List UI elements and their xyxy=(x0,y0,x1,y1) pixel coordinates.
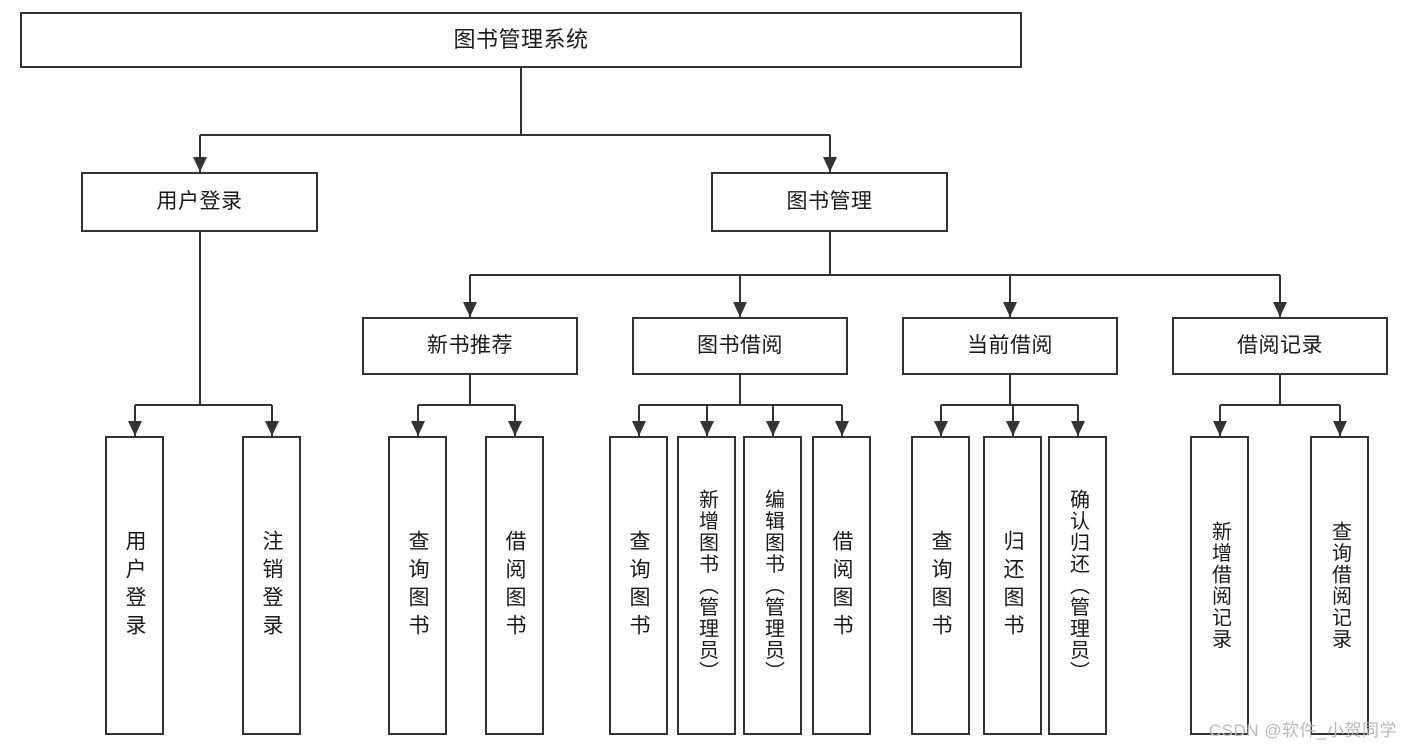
connector-level3-2-to-leaf-1 xyxy=(1011,405,1014,436)
node-leaf-3[interactable]: 借阅图书 xyxy=(485,436,544,735)
node-level2-1-label: 图书管理 xyxy=(786,190,873,214)
connector-level3-3-stem xyxy=(1279,375,1281,405)
node-level3-1-label: 图书借阅 xyxy=(697,334,783,358)
arrowhead-login-to-leaf-1 xyxy=(264,421,279,436)
node-level3-3[interactable]: 借阅记录 xyxy=(1172,317,1388,375)
connector-root-to-level2-1 xyxy=(828,135,831,172)
connector-books-to-level3-0 xyxy=(469,275,471,317)
arrowhead-level3-2-to-leaf-2 xyxy=(1070,421,1085,436)
node-root-label: 图书管理系统 xyxy=(453,26,589,52)
node-root[interactable]: 图书管理系统 xyxy=(20,12,1022,68)
connector-level3-2-to-leaf-0 xyxy=(939,405,942,436)
node-level3-2-label: 当前借阅 xyxy=(967,334,1053,358)
arrowhead-books-to-level3-2 xyxy=(1003,302,1017,317)
connector-level3-2-stem xyxy=(1009,375,1011,405)
connector-level3-0-stem xyxy=(469,375,471,405)
node-leaf-8-label: 查询图书 xyxy=(929,529,952,642)
node-leaf-9-label: 归还图书 xyxy=(1001,529,1024,642)
arrowhead-level3-1-to-leaf-0 xyxy=(631,421,646,436)
connector-root-bus xyxy=(199,134,830,136)
connector-level3-1-to-leaf-0 xyxy=(637,405,640,436)
arrowhead-level3-3-to-leaf-0 xyxy=(1212,421,1227,436)
connector-level3-0-to-leaf-0 xyxy=(416,405,419,436)
connector-level3-1-stem xyxy=(739,375,741,405)
node-leaf-2[interactable]: 查询图书 xyxy=(388,436,447,735)
node-leaf-9[interactable]: 归还图书 xyxy=(983,436,1042,735)
arrowhead-books-to-level3-3 xyxy=(1273,302,1287,317)
arrowhead-books-to-level3-1 xyxy=(733,302,747,317)
arrowhead-level3-0-to-leaf-0 xyxy=(410,421,425,436)
connector-level3-1-to-leaf-1 xyxy=(705,405,708,436)
connector-level3-3-to-leaf-0 xyxy=(1218,405,1221,436)
connector-level3-2-to-leaf-2 xyxy=(1076,405,1079,436)
node-leaf-10-label: 确认归还（管理员） xyxy=(1066,488,1089,683)
connector-level3-2-bus xyxy=(940,404,1078,406)
connector-login-to-leaf-0 xyxy=(133,405,136,436)
connector-level3-1-bus xyxy=(638,404,842,406)
arrowhead-level3-0-to-leaf-1 xyxy=(507,421,522,436)
arrowhead-level3-1-to-leaf-1 xyxy=(699,421,714,436)
connector-level3-1-to-leaf-2 xyxy=(771,405,774,436)
node-leaf-1-label: 注销登录 xyxy=(260,529,283,642)
node-leaf-0[interactable]: 用户登录 xyxy=(105,436,164,735)
node-level3-3-label: 借阅记录 xyxy=(1237,334,1323,358)
connector-level3-1-to-leaf-3 xyxy=(840,405,843,436)
node-level3-0-label: 新书推荐 xyxy=(427,334,513,358)
node-leaf-2-label: 查询图书 xyxy=(406,529,429,642)
connector-books-stem xyxy=(828,232,831,275)
node-level2-0[interactable]: 用户登录 xyxy=(81,172,318,232)
connector-level3-0-bus xyxy=(417,404,515,406)
node-leaf-5-label: 新增图书（管理员） xyxy=(695,488,718,683)
node-leaf-5[interactable]: 新增图书（管理员） xyxy=(677,436,736,735)
node-level3-1[interactable]: 图书借阅 xyxy=(632,317,848,375)
connector-level3-3-to-leaf-1 xyxy=(1338,405,1341,436)
node-leaf-12-label: 查询借阅记录 xyxy=(1328,521,1351,650)
connector-login-stem xyxy=(198,232,201,405)
watermark-text: CSDN @软件_小贺同学 xyxy=(1208,721,1397,740)
node-leaf-12[interactable]: 查询借阅记录 xyxy=(1310,436,1369,735)
node-leaf-3-label: 借阅图书 xyxy=(503,529,526,642)
node-level3-2[interactable]: 当前借阅 xyxy=(902,317,1118,375)
node-leaf-7[interactable]: 借阅图书 xyxy=(812,436,871,735)
node-leaf-0-label: 用户登录 xyxy=(123,529,146,642)
node-level3-0[interactable]: 新书推荐 xyxy=(362,317,578,375)
connector-root-stem xyxy=(520,68,522,135)
node-leaf-8[interactable]: 查询图书 xyxy=(911,436,970,735)
node-leaf-6[interactable]: 编辑图书（管理员） xyxy=(743,436,802,735)
node-level2-0-label: 用户登录 xyxy=(156,190,243,214)
node-leaf-11[interactable]: 新增借阅记录 xyxy=(1190,436,1249,735)
connector-login-to-leaf-1 xyxy=(270,405,273,436)
connector-books-to-level3-1 xyxy=(739,275,741,317)
node-leaf-10[interactable]: 确认归还（管理员） xyxy=(1048,436,1107,735)
node-leaf-6-label: 编辑图书（管理员） xyxy=(761,488,784,683)
arrowhead-root-to-level2-1 xyxy=(822,157,837,172)
node-leaf-4[interactable]: 查询图书 xyxy=(609,436,668,735)
connector-level3-0-to-leaf-1 xyxy=(513,405,516,436)
arrowhead-level3-1-to-leaf-3 xyxy=(834,421,849,436)
arrowhead-login-to-leaf-0 xyxy=(127,421,142,436)
connector-login-bus xyxy=(134,404,272,406)
node-level2-1[interactable]: 图书管理 xyxy=(711,172,948,232)
connector-books-to-level3-2 xyxy=(1009,275,1011,317)
node-leaf-4-label: 查询图书 xyxy=(627,529,650,642)
node-leaf-7-label: 借阅图书 xyxy=(830,529,853,642)
node-leaf-1[interactable]: 注销登录 xyxy=(242,436,301,735)
connector-books-bus xyxy=(470,274,1280,276)
arrowhead-level3-3-to-leaf-1 xyxy=(1332,421,1347,436)
node-leaf-11-label: 新增借阅记录 xyxy=(1208,521,1231,650)
arrowhead-root-to-level2-0 xyxy=(192,157,207,172)
connector-level3-3-bus xyxy=(1219,404,1340,406)
arrowhead-books-to-level3-0 xyxy=(463,302,477,317)
arrowhead-level3-2-to-leaf-0 xyxy=(933,421,948,436)
connector-root-to-level2-0 xyxy=(198,135,201,172)
arrowhead-level3-2-to-leaf-1 xyxy=(1005,421,1020,436)
connector-books-to-level3-3 xyxy=(1279,275,1281,317)
arrowhead-level3-1-to-leaf-2 xyxy=(765,421,780,436)
